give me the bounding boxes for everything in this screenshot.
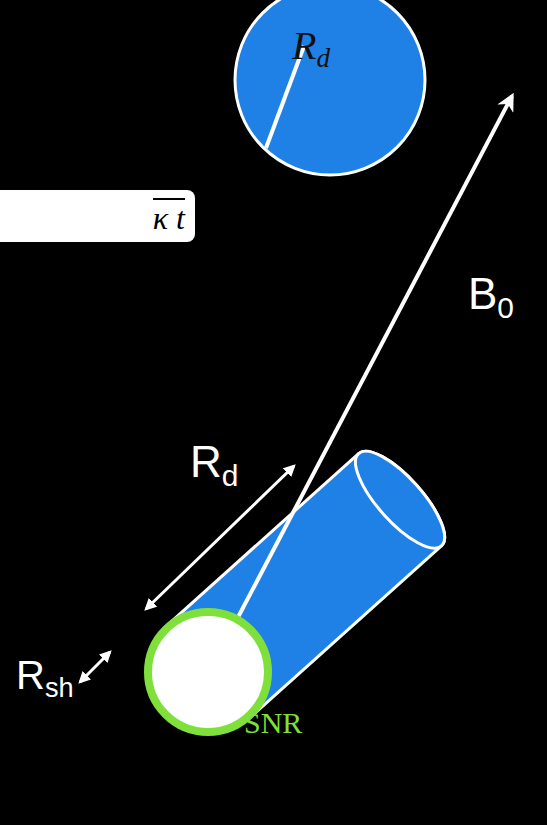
snr-label: SNR: [244, 708, 302, 738]
field-label: B0: [468, 272, 514, 323]
field-arrow: [225, 96, 512, 642]
subscript: d: [316, 43, 330, 73]
subscript: 0: [497, 291, 514, 324]
formula-text: κ t: [153, 198, 185, 234]
subscript: d: [222, 459, 239, 492]
formula-box: κ t: [0, 190, 195, 242]
shell-arrow: [80, 652, 110, 682]
length-label: Rd: [190, 440, 238, 491]
radius-label: Rd: [292, 26, 330, 72]
subscript: sh: [45, 672, 74, 703]
length-arrow: [146, 466, 294, 609]
domain-circle: [235, 0, 425, 175]
shell-label: Rsh: [16, 655, 74, 701]
